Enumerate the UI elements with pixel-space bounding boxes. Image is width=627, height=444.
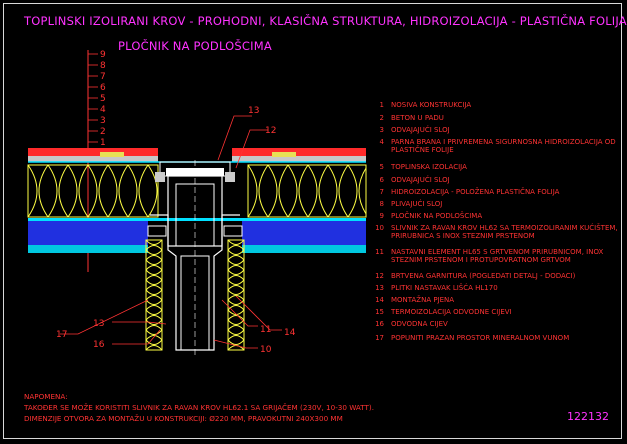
legend-item-text: PLOČNIK NA PODLOŠCIMA (391, 212, 483, 220)
callout-12: 12 (265, 126, 276, 136)
layer-index-number: 2 (100, 127, 106, 137)
drawing-frame (3, 3, 622, 439)
layer-index-number: 6 (100, 83, 106, 93)
legend-item-number: 17 (375, 334, 384, 342)
callout-leaders (60, 115, 282, 349)
legend-item-number: 14 (375, 296, 384, 304)
callout-13-top: 13 (248, 106, 259, 116)
legend-item-number: 13 (375, 284, 384, 292)
layer-index-number: 4 (100, 105, 106, 115)
legend-item-text: NOSIVA KONSTRUKCIJA (391, 101, 472, 109)
legend-item-number: 10 (375, 224, 384, 232)
callout-13-bottom: 13 (93, 319, 104, 329)
callout-10: 10 (260, 345, 272, 355)
drawing-title-line-2: PLOČNIK NA PODLOŠCIMA (118, 39, 272, 53)
layer-index-number: 7 (100, 72, 106, 82)
drawing-title-line-1: TOPLINSKI IZOLIRANI KROV - PROHODNI, KLA… (24, 14, 627, 28)
legend-item-number: 16 (375, 320, 384, 328)
callout-numbers: 13 12 17 13 16 15 11 14 10 (56, 106, 296, 355)
legend-item-text: HIDROIZOLACIJA - POLOŽENA PLASTIČNA FOLI… (391, 188, 560, 196)
callout-14: 14 (284, 328, 296, 338)
layer-index-number: 9 (100, 50, 106, 60)
layer-index-number: 8 (100, 61, 106, 71)
roof-drain (147, 160, 243, 356)
legend-item-number: 8 (379, 200, 384, 208)
legend-item-text: TOPLINSKA IZOLACIJA (391, 163, 467, 171)
legend-item-text: ODVAJAJUĆI SLOJ (391, 126, 450, 134)
concrete-slab (28, 221, 366, 253)
legend-item-number: 5 (379, 163, 384, 171)
legend-item-number: 11 (375, 248, 384, 256)
legend-item-text: PARNA BRANA I PRIVREMENA SIGURNOSNA HIDR… (391, 138, 616, 154)
legend-item-text: NASTAVNI ELEMENT HL65 S GRTVENOM PRIRUBN… (391, 248, 604, 264)
note-line-1: TAKOĐER SE MOŽE KORISTITI SLIVNIK ZA RAV… (24, 403, 375, 412)
callout-16: 16 (93, 340, 105, 350)
legend-item-text: ODVODNA CIJEV (391, 320, 448, 328)
legend-item-text: TERMOIZOLACIJA ODVODNE CIJEVI (391, 308, 512, 316)
pipe-insulation (145, 239, 245, 351)
legend-item-text: BETON U PADU (391, 114, 444, 122)
layer-index-number: 5 (100, 94, 106, 104)
vapour-barrier-layer (28, 218, 366, 221)
legend-item-number: 7 (379, 188, 384, 196)
legend-item-text: SLIVNIK ZA RAVAN KROV HL62 SA TERMOIZOLI… (391, 224, 618, 240)
legend-item-number: 9 (379, 212, 384, 220)
legend-item-text: BRTVENA GARNITURA (POGLEDATI DETALJ - DO… (391, 272, 576, 280)
note-heading: NAPOMENA: (24, 392, 68, 401)
legend-item-text: POPUNITI PRAZAN PROSTOR MINERALNOM VUNOM (391, 334, 570, 342)
legend-item-text: PLIVAJUĆI SLOJ (391, 200, 443, 208)
legend-item-number: 2 (379, 114, 384, 122)
drawing-code: 122132 (567, 410, 609, 423)
layer-index-number: 3 (100, 116, 106, 126)
note-line-2: DIMENZIJE OTVORA ZA MONTAŽU U KONSTRUKCI… (24, 414, 343, 423)
paving-layer (28, 148, 366, 163)
legend-item-number: 4 (379, 138, 384, 146)
callout-11: 11 (260, 325, 271, 335)
legend-item-number: 3 (379, 126, 384, 134)
legend-item-text: ODVAJAJUĆI SLOJ (391, 176, 450, 184)
layer-index-number: 1 (100, 138, 106, 148)
legend-item-number: 1 (379, 101, 384, 109)
legend-item-text: PLITKI NASTAVAK LIŠĆA HL170 (391, 284, 498, 292)
thermal-insulation-layer (27, 164, 367, 218)
legend-item-text: MONTAŽNA PJENA (391, 296, 455, 304)
legend-item-number: 15 (375, 308, 384, 316)
callout-17: 17 (56, 330, 67, 340)
legend-item-number: 6 (379, 176, 384, 184)
legend-item-number: 12 (375, 272, 384, 280)
